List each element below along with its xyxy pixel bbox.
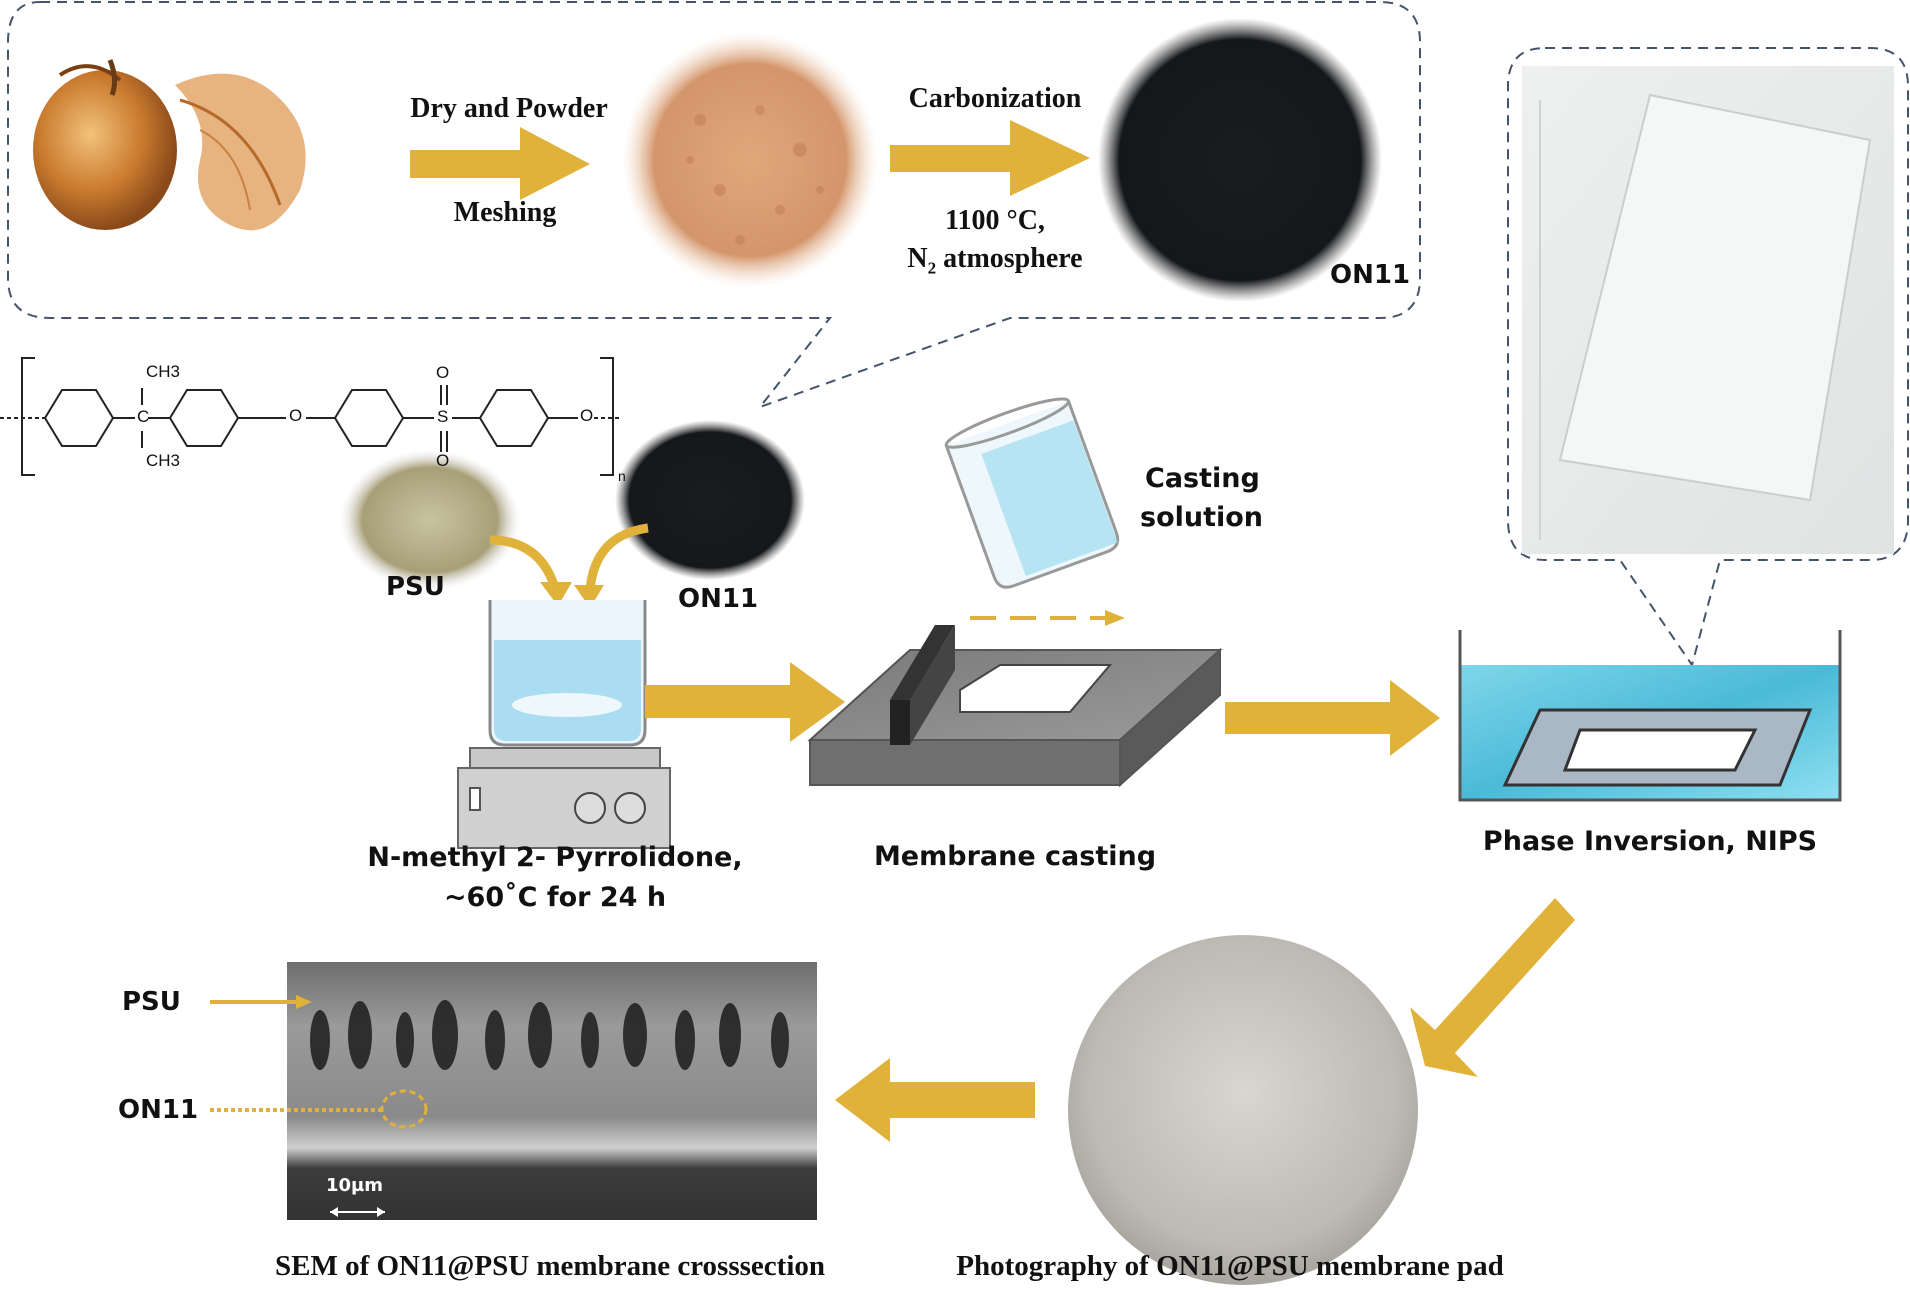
label-carbonization-text: Carbonization <box>908 83 1082 114</box>
arrow-to-sem <box>835 1058 1035 1142</box>
arrow-to-casting <box>645 662 845 742</box>
caption-membrane-casting: Membrane casting <box>873 841 1157 872</box>
onion-image <box>33 59 306 231</box>
chem-c-atom: C <box>137 407 150 426</box>
caption-nmp-line1: N-methyl 2- Pyrrolidone, <box>367 842 743 873</box>
carbon-powder-image <box>1098 18 1382 302</box>
arrow-carbonization <box>890 120 1090 196</box>
beaker-stirrer <box>457 600 671 849</box>
sem-scale-label: 10µm <box>326 1175 384 1196</box>
right-callout-border <box>1507 47 1909 668</box>
label-atmosphere: N2 atmosphere <box>907 243 1083 278</box>
curved-arrow-on11 <box>585 523 649 591</box>
label-on11-product: ON11 <box>1330 260 1411 290</box>
sem-image <box>287 962 817 1220</box>
chem-o-bottom: O <box>436 451 450 470</box>
chem-o-ether1: O <box>289 406 303 425</box>
psu-powder-image <box>340 450 520 590</box>
membrane-pad-image <box>1068 935 1418 1285</box>
curved-arrow-psu <box>489 535 560 590</box>
chem-o-top: O <box>436 363 450 382</box>
sem-label-psu: PSU <box>122 987 181 1017</box>
psu-structure <box>0 357 620 476</box>
label-psu: PSU <box>386 572 445 602</box>
top-callout-border <box>7 1 1421 410</box>
chem-ch3-bottom: CH3 <box>146 451 181 470</box>
caption-nips: Phase Inversion, NIPS <box>1482 826 1818 857</box>
label-temperature: 1100 °C, <box>945 205 1045 236</box>
chem-repeat-n: n <box>618 468 626 484</box>
label-meshing: Meshing <box>453 197 557 228</box>
onion-powder-image <box>622 32 878 288</box>
chem-o-ether2: O <box>580 406 594 425</box>
caption-nmp-line2: ~60˚C for 24 h <box>443 882 667 913</box>
label-casting-line2: solution <box>1140 502 1264 533</box>
label-casting-line1: Casting <box>1145 463 1260 494</box>
caption-sem: SEM of ON11@PSU membrane crosssection <box>274 1250 826 1282</box>
on11-powder-image <box>615 420 805 580</box>
caption-photo: Photography of ON11@PSU membrane pad <box>956 1250 1504 1282</box>
casting-beaker <box>944 397 1120 589</box>
chem-s-atom: S <box>437 407 449 426</box>
chem-ch3-top: CH3 <box>146 362 181 381</box>
arrow-dry-powder <box>410 127 590 200</box>
casting-plate <box>807 625 1223 788</box>
nips-bath <box>1458 630 1842 802</box>
label-on11: ON11 <box>678 584 759 614</box>
arrow-to-nips <box>1225 680 1440 756</box>
label-dry-powder: Dry and Powder <box>410 93 608 124</box>
arrow-to-pad <box>1410 898 1575 1077</box>
sem-label-on11: ON11 <box>118 1095 199 1125</box>
